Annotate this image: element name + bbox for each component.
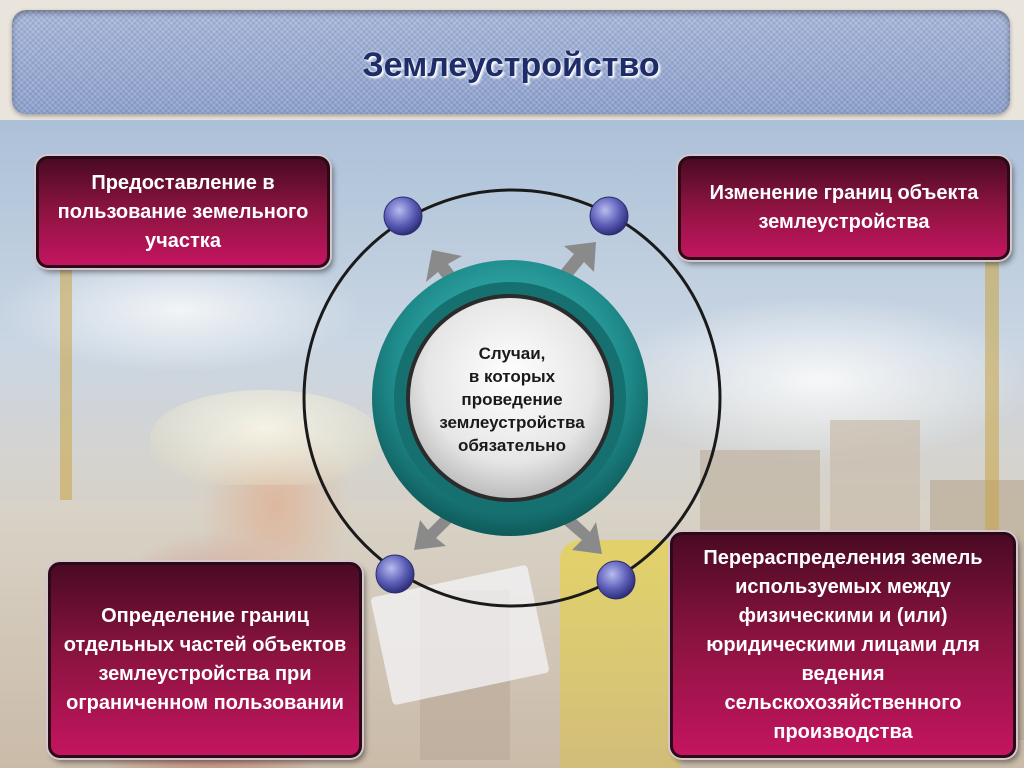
center-line: в которых bbox=[468, 366, 556, 386]
case-label: Определение границ отдельных частей объе… bbox=[63, 605, 347, 714]
center-line: землеустройства bbox=[439, 412, 585, 432]
center-disc bbox=[410, 298, 610, 498]
center-line: Случаи, bbox=[478, 343, 546, 363]
title-bar: Землеустройство bbox=[12, 10, 1010, 114]
case-box-top-left: Предоставление в пользование земельного … bbox=[36, 156, 330, 268]
node-bottom-right bbox=[596, 560, 636, 600]
center-line: обязательно bbox=[458, 435, 566, 455]
page-title: Землеустройство bbox=[362, 46, 660, 84]
case-label: Изменение границ объекта землеустройства bbox=[709, 182, 979, 233]
node-top-right bbox=[589, 196, 629, 236]
cycle-diagram bbox=[302, 188, 722, 608]
case-label: Перераспределения земель используемых ме… bbox=[703, 546, 983, 743]
case-box-bottom-right: Перераспределения земель используемых ме… bbox=[670, 532, 1016, 758]
center-line: проведение bbox=[461, 389, 563, 409]
case-box-bottom-left: Определение границ отдельных частей объе… bbox=[48, 562, 362, 758]
case-box-top-right: Изменение границ объекта землеустройства bbox=[678, 156, 1010, 260]
hard-hat bbox=[150, 390, 380, 485]
center-label: Случаи, в которых проведение землеустрой… bbox=[404, 328, 620, 470]
case-label: Предоставление в пользование земельного … bbox=[57, 171, 309, 252]
node-bottom-left bbox=[375, 554, 415, 594]
node-top-left bbox=[383, 196, 423, 236]
outer-ring bbox=[302, 188, 722, 608]
